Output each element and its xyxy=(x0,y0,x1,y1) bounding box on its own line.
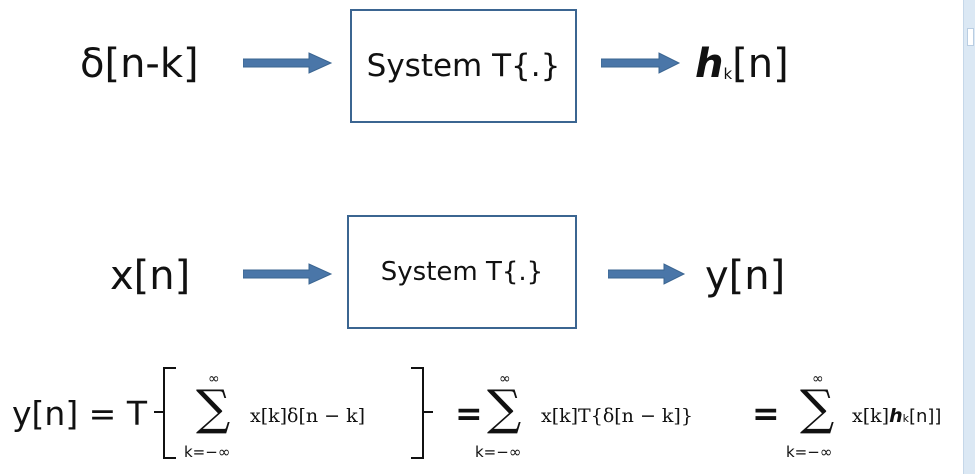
sum3-term: x[k]hk[n]] xyxy=(852,407,941,426)
sum3-term-x: x[k] xyxy=(852,405,890,427)
equation-lhs: y[n] = T xyxy=(12,394,147,433)
sum1-sigma: ∑ xyxy=(196,380,231,436)
k-subscript: k xyxy=(723,65,733,83)
sum3-upper-limit: ∞ xyxy=(812,371,824,387)
system-label-2: System T{.} xyxy=(380,257,544,287)
signal-input-label: x[n] xyxy=(110,253,191,299)
impulse-input-label: δ[n-k] xyxy=(80,41,199,87)
sum3-sigma: ∑ xyxy=(800,380,835,436)
sum2-upper-limit: ∞ xyxy=(499,371,511,387)
scroll-thumb[interactable] xyxy=(967,28,974,46)
output-index: [n] xyxy=(732,41,789,87)
system-block-2: System T{.} xyxy=(347,215,577,329)
sum1-term: x[k]δ[n − k] xyxy=(250,405,366,427)
sum3-term-index: [n]] xyxy=(908,406,942,427)
left-bracket xyxy=(154,367,176,459)
arrow-input-to-system-2 xyxy=(243,263,333,285)
sum3-term-h: h xyxy=(889,405,903,427)
sum2-sigma: ∑ xyxy=(487,380,522,436)
signal-output-label: y[n] xyxy=(705,253,786,299)
arrow-system-to-output-2 xyxy=(608,263,686,285)
system-label-1: System T{.} xyxy=(366,48,561,84)
system-block-1: System T{.} xyxy=(350,9,577,123)
equals-sign-2: = xyxy=(455,394,483,433)
impulse-response-output: hk[n] xyxy=(695,44,789,84)
arrow-system-to-output-1 xyxy=(601,52,681,74)
side-scrollbar[interactable] xyxy=(963,0,975,474)
sum1-upper-limit: ∞ xyxy=(208,371,220,387)
sum1-lower-limit: k=−∞ xyxy=(184,443,231,461)
h-symbol: h xyxy=(695,41,724,87)
sum2-term: x[k]T{δ[n − k]} xyxy=(541,405,693,427)
sum3-term-k: k xyxy=(902,412,909,425)
arrow-input-to-system-1 xyxy=(243,52,333,74)
equals-sign-3: = xyxy=(752,394,780,433)
sum2-lower-limit: k=−∞ xyxy=(475,443,522,461)
sum3-lower-limit: k=−∞ xyxy=(786,443,833,461)
right-bracket xyxy=(411,367,433,459)
